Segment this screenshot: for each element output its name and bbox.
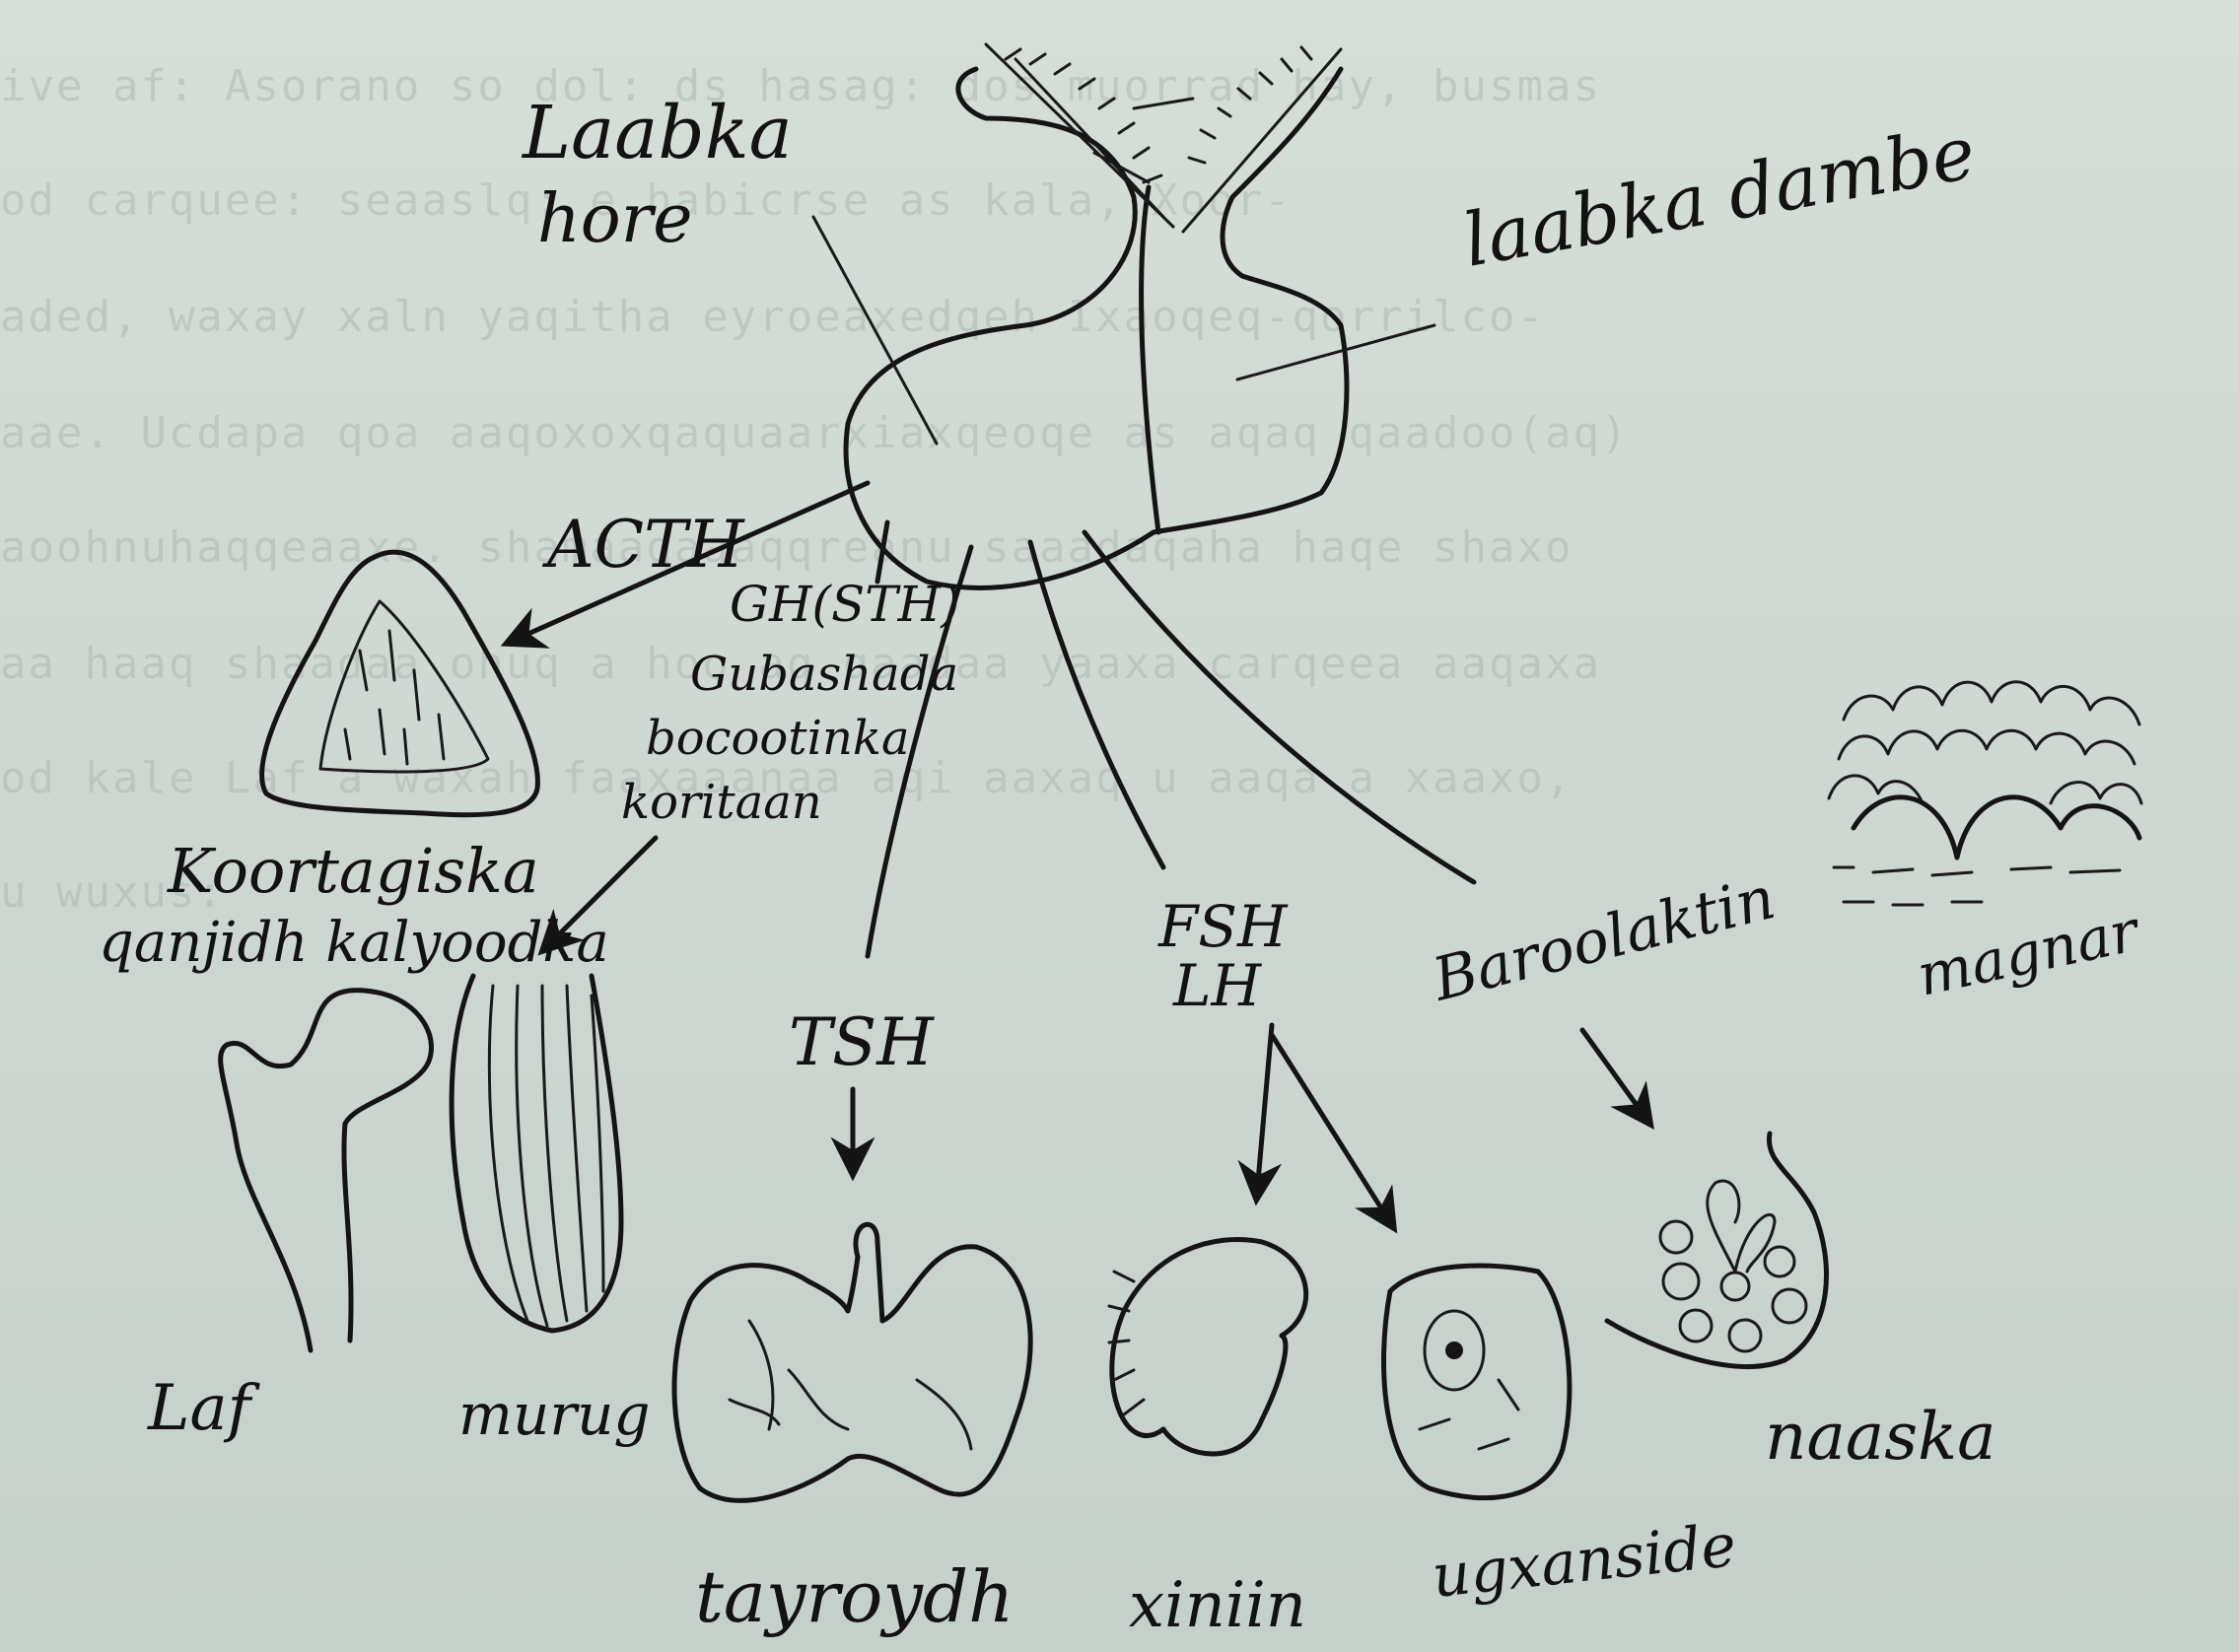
lh-arrow: [1272, 1035, 1390, 1222]
skin-label: magnar: [1912, 896, 2147, 1008]
adrenal-cortex-label-line1: Koortagiska: [167, 835, 539, 907]
testis-label: xiniin: [1129, 1569, 1306, 1642]
mammary-label: naaska: [1765, 1399, 1995, 1475]
adrenal-gland-drawing: [262, 552, 538, 815]
muscle-label: murug: [458, 1381, 651, 1448]
gh-desc-line1: Gubashada: [690, 647, 958, 702]
fsh-label: FSH: [1157, 893, 1289, 960]
gh-desc-line2: bocootinka: [646, 711, 910, 766]
anterior-pituitary-label-line2: hore: [537, 180, 692, 258]
ovary-drawing: [1383, 1266, 1569, 1498]
pituitary-gland: [846, 59, 1347, 587]
fsh-arrow: [1257, 1025, 1272, 1193]
gh-label: GH(STH): [730, 576, 960, 633]
testis-drawing: [1109, 1240, 1306, 1454]
skin-drawing: [1829, 682, 2141, 905]
muscle-drawing: [452, 976, 621, 1331]
lh-label: LH: [1172, 952, 1263, 1019]
prolactin-arrow: [1582, 1030, 1646, 1119]
prolactin-label: Baroolaktin: [1426, 863, 1782, 1015]
thyroid-drawing: [674, 1224, 1030, 1500]
posterior-pituitary-label: laabka dambe: [1457, 110, 1982, 284]
bone-label: Laf: [147, 1372, 261, 1445]
ovary-label: ugxanside: [1429, 1511, 1739, 1612]
anterior-pituitary-label-line1: Laabka: [521, 91, 793, 175]
gh-desc-line3: koritaan: [621, 775, 822, 830]
tsh-label: TSH: [789, 1004, 935, 1080]
thyroid-label: tayroydh: [695, 1555, 1014, 1638]
fsh-lh-line: [1030, 542, 1163, 867]
acth-label: ACTH: [541, 507, 745, 583]
mammary-gland-drawing: [1607, 1134, 1826, 1366]
anterior-lobe-leader: [813, 217, 937, 444]
posterior-lobe-leader: [1237, 325, 1434, 379]
adrenal-cortex-label-line2: qanjidh kalyoodka: [99, 911, 609, 975]
bone-drawing: [221, 991, 432, 1350]
